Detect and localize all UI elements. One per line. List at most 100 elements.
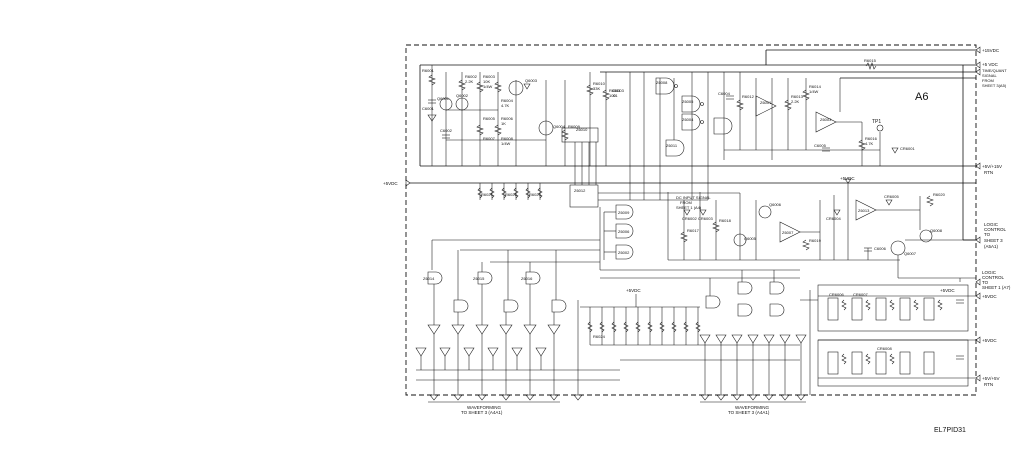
label-u14: Z6014 bbox=[423, 276, 435, 281]
conn-logic-a-4: SHEET 3 bbox=[984, 238, 1003, 243]
conn-tq-3: FROM bbox=[982, 78, 994, 83]
label-q3: Q6003 bbox=[525, 78, 538, 83]
conn-tq-4: SHEET 3(A5) bbox=[982, 83, 1007, 88]
label-r2: R6002 bbox=[465, 74, 478, 79]
board-label: A6 bbox=[915, 91, 928, 103]
value-v2: 10K bbox=[483, 79, 490, 84]
label-q6: Q6006 bbox=[769, 202, 782, 207]
lower-right-banks bbox=[800, 284, 976, 395]
label-u13: Z6013 bbox=[858, 208, 870, 213]
value-v12: 1/4W bbox=[501, 141, 511, 146]
label-r10: R6010 bbox=[593, 81, 606, 86]
conn-tq-2: SIGNAL bbox=[982, 73, 997, 78]
conn-logic-b-4: SHEET 1 (A7) bbox=[982, 285, 1011, 290]
wf-left-1: WAVEFORMING bbox=[467, 405, 501, 410]
label-c6: C6006 bbox=[874, 246, 887, 251]
dc-input-2: FROM bbox=[680, 200, 692, 205]
wf-right-1: WAVEFORMING bbox=[735, 405, 769, 410]
label-r14: R6014 bbox=[809, 84, 822, 89]
upper-right-section bbox=[723, 62, 899, 166]
conn-rtn-2: RTN bbox=[984, 170, 993, 175]
label-q7: Q6007 bbox=[904, 251, 917, 256]
wf-right-2: TO SHEET 3 (A4A1) bbox=[728, 410, 770, 415]
label-d7: CR6007 bbox=[853, 292, 868, 297]
label-q4: Q6004 bbox=[553, 124, 566, 129]
label-tp1: TP1 bbox=[872, 119, 881, 125]
label-d5: CR6005 bbox=[884, 194, 899, 199]
upper-logic-section bbox=[561, 72, 740, 260]
label-r9: R6009 bbox=[568, 124, 581, 129]
conn-5v: +5 VDC bbox=[982, 62, 999, 67]
upper-left-section bbox=[427, 65, 610, 166]
value-v7: 100 bbox=[609, 93, 616, 98]
label-u7: Z6009 bbox=[618, 210, 630, 215]
conn-5v-mid: +5VDC bbox=[982, 294, 997, 299]
conn-rtn-low-2: RTN bbox=[984, 382, 993, 387]
label-d8: CR6008 bbox=[877, 346, 892, 351]
power-rails bbox=[410, 49, 976, 241]
conn-tq-1: TIME/QUANT bbox=[982, 68, 1007, 73]
label-c3: C6003 bbox=[612, 88, 625, 93]
label-r3: R6003 bbox=[483, 74, 496, 79]
label-c1: C6001 bbox=[422, 106, 435, 111]
label-r4: R6004 bbox=[501, 98, 514, 103]
label-u1: Z6010 bbox=[576, 127, 588, 132]
label-d2: CR6002 bbox=[682, 216, 697, 221]
label-u10: Z6001 bbox=[760, 100, 772, 105]
right-connectors bbox=[975, 46, 981, 382]
label-u15: Z6015 bbox=[473, 276, 485, 281]
label-r19: R6019 bbox=[809, 238, 822, 243]
dc-input-1: DC INPUT SIGNAL bbox=[676, 195, 711, 200]
label-r22: R6022 bbox=[505, 192, 518, 197]
bus-5v-right-arrow bbox=[844, 178, 852, 184]
value-v9: 1/4W bbox=[809, 89, 819, 94]
conn-logic-b-2: CONTROL bbox=[982, 275, 1004, 280]
label-d3: CR6003 bbox=[698, 216, 713, 221]
label-r24: R6024 bbox=[593, 334, 606, 339]
figure-id: EL7PID31 bbox=[934, 427, 966, 434]
lower-middle-drivers bbox=[580, 269, 807, 401]
left-connector-arrow bbox=[405, 179, 411, 187]
conn-logic-a-2: CONTROL bbox=[984, 227, 1006, 232]
conn-logic-a-3: TO bbox=[984, 232, 991, 237]
label-u11: Z6003 bbox=[820, 117, 832, 122]
label-r20: R6020 bbox=[933, 192, 946, 197]
board-outline bbox=[405, 44, 977, 396]
label-q2: Q6002 bbox=[456, 93, 469, 98]
conn-logic-b-1: LOGIC bbox=[982, 270, 997, 275]
middle-analog-section bbox=[667, 183, 976, 282]
label-u16: Z6016 bbox=[521, 276, 533, 281]
label-q5: Q6005 bbox=[744, 236, 757, 241]
label-u12: Z6007 bbox=[782, 230, 794, 235]
dc-input-3: SHEET 1 (A4) bbox=[676, 205, 702, 210]
label-u2: Z6012 bbox=[574, 188, 586, 193]
label-d1: CR6001 bbox=[900, 146, 915, 151]
label-r1: R6001 bbox=[422, 68, 435, 73]
label-r11: R6011 bbox=[609, 88, 621, 93]
bus-5v-center: +5VDC bbox=[626, 288, 641, 293]
label-r6: R6006 bbox=[501, 116, 514, 121]
bus-5v-bottom: +5VDC bbox=[940, 288, 955, 293]
conn-rtn-1: +5V/+15V bbox=[982, 164, 1002, 169]
value-v11: .01 bbox=[612, 93, 618, 98]
label-u5: Z6004 bbox=[682, 117, 694, 122]
label-q1: Q6001 bbox=[437, 96, 450, 101]
label-c5: C6005 bbox=[814, 143, 827, 148]
label-q8: Q6008 bbox=[930, 228, 943, 233]
conn-logic-a-5: (A5A1) bbox=[984, 244, 999, 249]
label-r16: R6016 bbox=[865, 136, 878, 141]
label-r23: R6023 bbox=[529, 192, 542, 197]
conn-left-5v: +5VDC bbox=[383, 181, 398, 186]
label-r21: R6021 bbox=[481, 192, 494, 197]
bus-5v-right: +5VDC bbox=[840, 176, 855, 181]
label-r8: R6008 bbox=[501, 136, 514, 141]
value-v3: 4.7K bbox=[501, 103, 510, 108]
value-v5: 1/4W bbox=[483, 84, 493, 89]
label-r15: R6015 bbox=[864, 58, 877, 63]
label-r13: R6013 bbox=[791, 94, 804, 99]
label-u3: Z6008 bbox=[656, 80, 668, 85]
value-v6: 33K bbox=[593, 86, 600, 91]
label-r17: R6017 bbox=[687, 228, 700, 233]
label-c2: C6002 bbox=[440, 128, 453, 133]
